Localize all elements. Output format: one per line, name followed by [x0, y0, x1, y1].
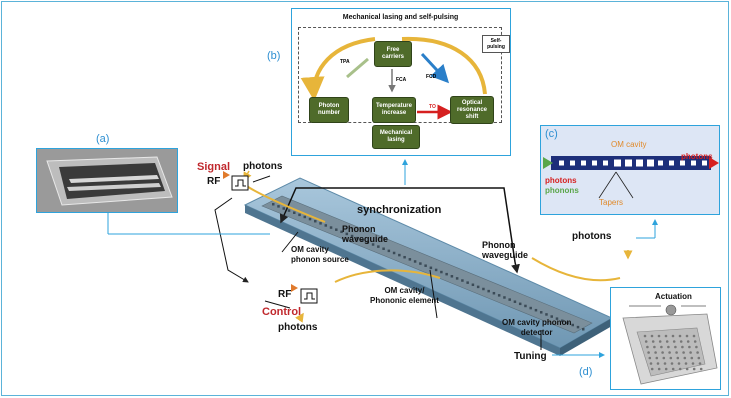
panel-d-actuation: Actuation (d) — [579, 287, 721, 390]
om-cavity-graphic — [543, 156, 719, 199]
photons-right-label: photons — [572, 231, 612, 242]
label-fcd: FCD — [426, 74, 437, 80]
photon-arc-left — [244, 184, 326, 223]
label-tpa: TPA — [340, 59, 350, 65]
panel-d-label: (d) — [579, 366, 593, 378]
label-fca: FCA — [396, 77, 407, 83]
panel-c-phonons: phonons — [545, 186, 579, 195]
panel-c-om-cavity-label: OM cavity — [611, 140, 647, 149]
panel-b-label: (b) — [267, 50, 281, 62]
chip-end — [560, 318, 612, 356]
actuation-graphic — [622, 304, 718, 385]
sem-micrograph — [37, 149, 177, 212]
control-label: Control — [262, 306, 302, 318]
om-cavity-phononic-element-label: OM cavity/ Phononic element — [370, 286, 439, 305]
synchronization-label: synchronization — [357, 204, 442, 216]
om-cavity-phonon-detector-label: OM cavity phonon detector — [502, 318, 572, 337]
box-mechanical-lasing: Mechanical lasing — [372, 125, 420, 149]
cavity-holes — [559, 159, 707, 167]
panel-c-photons-right: photons — [681, 152, 713, 161]
box-optical-resonance-shift: Optical resonance shift — [450, 96, 494, 124]
phonon-waveguide-left-label: Phonon waveguide — [342, 224, 389, 244]
panel-a-label: (a) — [96, 133, 110, 145]
photon-arc-bottom — [334, 269, 441, 283]
panel-c-tapers: Tapers — [599, 198, 624, 207]
panel-b-title: Mechanical lasing and self-pulsing — [342, 14, 459, 21]
synchronization-line — [284, 187, 516, 263]
actuation-holes — [643, 334, 703, 371]
self-pulsing-tag: Self- pulsing — [482, 35, 510, 53]
photons-bottom-label: photons — [278, 322, 318, 333]
rf-box-bottom — [300, 288, 318, 304]
photons-top-label: photons — [243, 161, 283, 172]
box-photon-number: Photon number — [309, 97, 349, 123]
om-cavity-phonon-source-label: OM cavity phonon source — [291, 245, 349, 264]
rf-top-label: RF — [207, 176, 221, 187]
signal-label: Signal — [197, 161, 231, 173]
phonon-waveguide-right-label: Phonon waveguide — [482, 240, 529, 260]
chip-side — [245, 205, 560, 356]
box-free-carriers: Free carriers — [374, 41, 412, 67]
rf-bottom-label: RF — [278, 289, 292, 300]
label-to: TO — [429, 104, 436, 110]
box-temperature-increase: Temperature increase — [372, 97, 416, 123]
rf-box-top — [231, 175, 249, 191]
panel-c-photons-left: photons — [545, 176, 577, 185]
strip-holes — [272, 203, 585, 331]
tuning-label: Tuning — [514, 351, 547, 362]
panel-d-actuation-label: Actuation — [655, 292, 692, 301]
panel-c-om-cavity: (c) OM cavity photons photons phonons Ta… — [540, 125, 720, 215]
panel-c-label: (c) — [545, 128, 558, 140]
photon-arc-right — [531, 257, 621, 282]
rf-link-line — [214, 197, 249, 283]
panel-b-flowchart: Mechanical lasing and self-pulsing Self-… — [291, 8, 511, 156]
panel-a-sem-image — [36, 148, 178, 213]
